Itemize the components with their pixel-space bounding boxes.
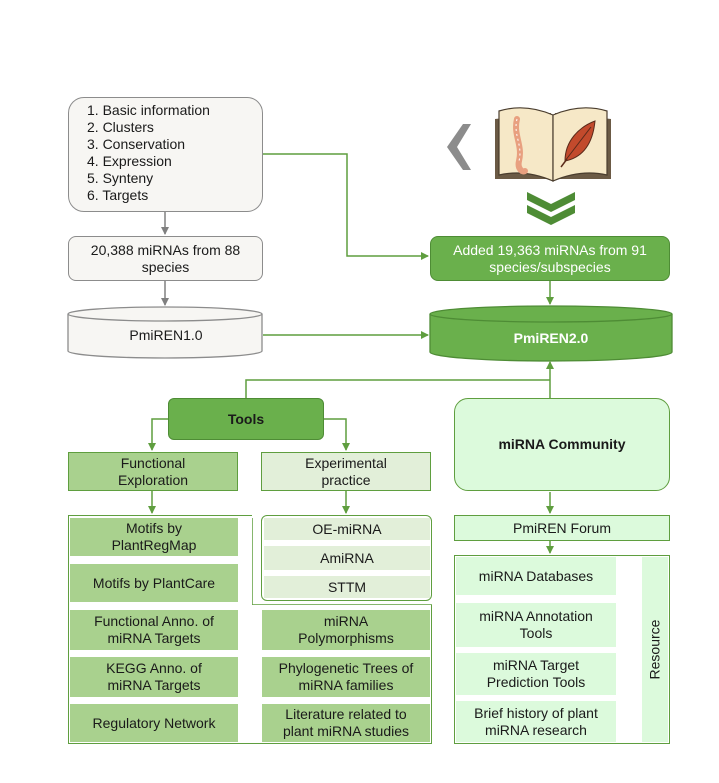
functional-item: Functional Anno. of miRNA Targets (70, 610, 238, 650)
experimental-item-label: STTM (327, 578, 367, 595)
info-list-box: 1. Basic information 2. Clusters 3. Cons… (68, 97, 263, 212)
experimental-practice-label: Experimental practice (305, 454, 387, 488)
chevron-left-icon (447, 124, 471, 170)
extra-item: Phylogenetic Trees of miRNA families (262, 657, 430, 697)
extra-item: Literature related to plant miRNA studie… (262, 704, 430, 742)
mirna-community-label: miRNA Community (498, 436, 626, 452)
functional-item-label: Motifs by PlantCare (92, 574, 216, 591)
resource-item: miRNA Annotation Tools (456, 603, 616, 647)
resource-item-label: miRNA Databases (478, 567, 594, 584)
info-item: 4. Expression (87, 153, 172, 169)
pmiren-forum-label: PmiREN Forum (512, 519, 611, 536)
pmiren1-label: PmiREN1.0 (129, 326, 203, 343)
info-item: 1. Basic information (87, 102, 210, 118)
functional-item: KEGG Anno. of miRNA Targets (70, 657, 238, 697)
functional-item-label: KEGG Anno. of miRNA Targets (106, 660, 202, 693)
double-chevron-down-icon (527, 192, 575, 225)
added-label: Added 19,363 miRNAs from 91 species/subs… (453, 241, 647, 275)
pmiren2-database (429, 305, 673, 362)
extra-item: miRNA Polymorphisms (262, 610, 430, 650)
experimental-item: AmiRNA (264, 546, 430, 570)
info-item: 5. Synteny (87, 170, 154, 186)
added-box: Added 19,363 miRNAs from 91 species/subs… (430, 236, 670, 281)
resource-label: Resource (646, 619, 663, 680)
extra-item-label: miRNA Polymorphisms (298, 613, 394, 646)
functional-item-label: Regulatory Network (92, 714, 216, 731)
experimental-practice-box: Experimental practice (261, 452, 431, 491)
resource-item: miRNA Databases (456, 557, 616, 595)
book-icon (495, 107, 611, 182)
mirna-community-box: miRNA Community (454, 398, 670, 491)
extra-item-label: Phylogenetic Trees of miRNA families (278, 660, 414, 693)
experimental-item: OE-miRNA (264, 518, 430, 540)
resource-side-bar: Resource (642, 557, 668, 742)
tools-label: Tools (227, 410, 265, 427)
resource-item: Brief history of plant miRNA research (456, 701, 616, 742)
functional-exploration-label: Functional Exploration (117, 454, 189, 488)
functional-item: Motifs by PlantCare (70, 564, 238, 602)
pmiren1-database (67, 306, 263, 359)
experimental-item-label: OE-miRNA (312, 520, 382, 537)
functional-item-label: Functional Anno. of miRNA Targets (94, 613, 214, 646)
v1-count-box: 20,388 miRNAs from 88 species (68, 236, 263, 281)
v1-count-label: 20,388 miRNAs from 88 species (90, 241, 241, 275)
functional-item-label: Motifs by PlantRegMap (111, 520, 197, 553)
functional-item: Regulatory Network (70, 704, 238, 742)
resource-item-label: miRNA Annotation Tools (479, 608, 593, 641)
experimental-item-label: AmiRNA (320, 549, 374, 566)
resource-item: miRNA Target Prediction Tools (456, 653, 616, 695)
extra-item-label: Literature related to plant miRNA studie… (282, 706, 410, 739)
info-item: 2. Clusters (87, 119, 154, 135)
pmiren2-label: PmiREN2.0 (513, 329, 589, 346)
info-item: 6. Targets (87, 187, 149, 203)
pmiren-forum-box: PmiREN Forum (454, 515, 670, 541)
tools-box: Tools (168, 398, 324, 440)
resource-item-label: Brief history of plant miRNA research (474, 704, 598, 738)
functional-exploration-box: Functional Exploration (68, 452, 238, 491)
info-item: 3. Conservation (87, 136, 186, 152)
experimental-item: STTM (264, 576, 430, 598)
resource-item-label: miRNA Target Prediction Tools (486, 657, 586, 690)
functional-item: Motifs by PlantRegMap (70, 518, 238, 556)
